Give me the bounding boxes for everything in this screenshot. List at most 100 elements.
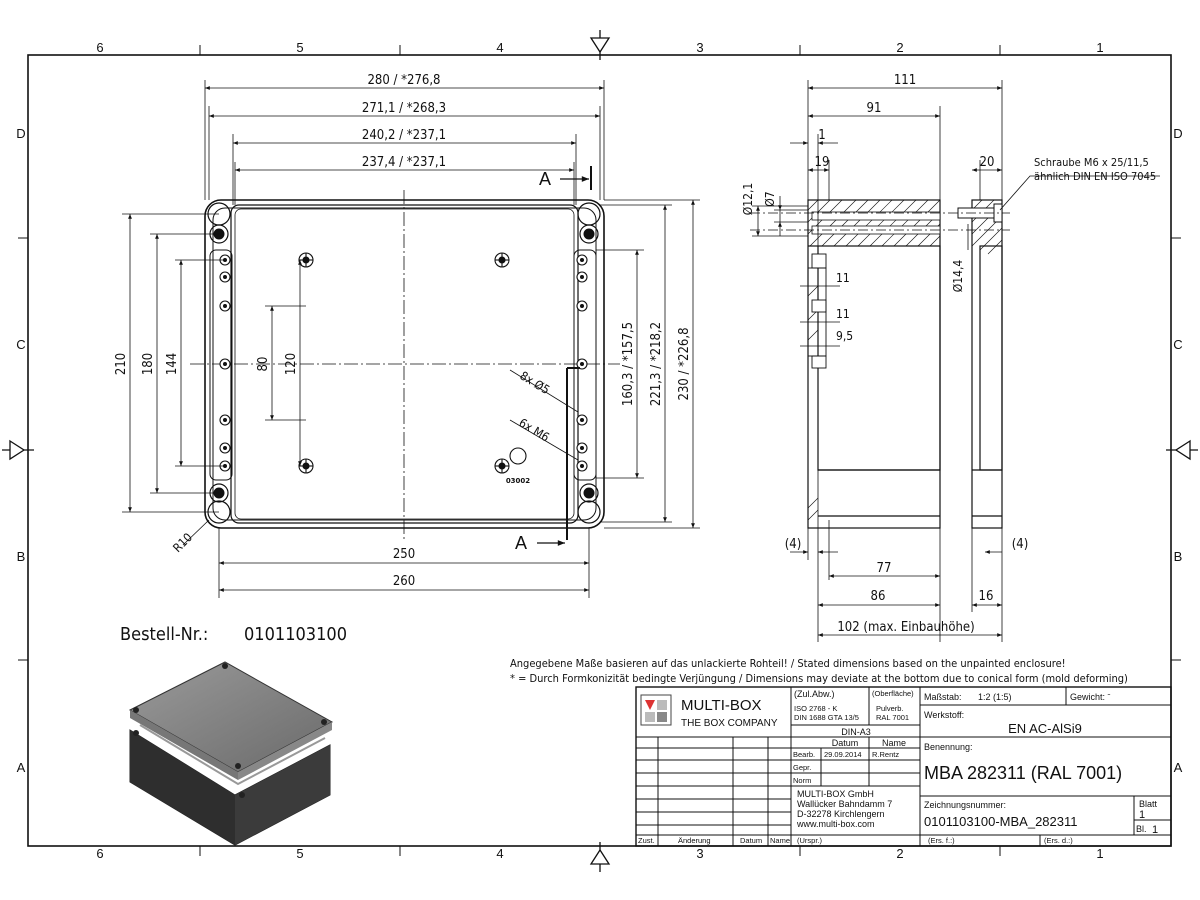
zone-top-6: 6 bbox=[96, 40, 103, 55]
row-right-a: A bbox=[1174, 760, 1183, 775]
dim-260: 260 bbox=[393, 574, 415, 589]
row-left-a: A bbox=[17, 760, 26, 775]
order-number-value: 0101103100 bbox=[244, 624, 347, 645]
gepr-label: Gepr. bbox=[793, 763, 811, 772]
address-3: D-32278 Kirchlengern bbox=[797, 809, 885, 819]
radius-label: R10 bbox=[170, 530, 195, 555]
zone-bottom-3: 3 bbox=[696, 846, 703, 861]
screw-note-2: ähnlich DIN EN ISO 7045 bbox=[1034, 170, 1156, 183]
side-section-view: 111 91 1 19 20 Schraube M6 x 25/11,5 ähn… bbox=[741, 73, 1160, 642]
dim-d12-1: Ø12,1 bbox=[741, 183, 755, 216]
address-2: Wallücker Bahndamm 7 bbox=[797, 799, 892, 809]
ral-code: RAL 7001 bbox=[876, 713, 909, 722]
order-number-label: Bestell-Nr.: bbox=[120, 624, 208, 645]
ers-f-label: (Ers. f.:) bbox=[928, 836, 955, 845]
address-4: www.multi-box.com bbox=[796, 819, 875, 829]
zone-top-1: 1 bbox=[1096, 40, 1103, 55]
massstab-value: 1:2 (1:5) bbox=[978, 692, 1012, 702]
notes: Angegebene Maße basieren auf das unlacki… bbox=[510, 657, 1128, 685]
zone-bottom-4: 4 bbox=[496, 846, 503, 861]
bearb-name: R.Rentz bbox=[872, 750, 899, 759]
werkstoff-label: Werkstoff: bbox=[924, 710, 964, 720]
benennung-label: Benennung: bbox=[924, 742, 973, 752]
section-a-top: A bbox=[539, 169, 551, 189]
dim-280: 280 / *276,8 bbox=[367, 73, 440, 88]
holes-5-label: 8x Ø5 bbox=[517, 369, 552, 398]
ers-d-label: (Ers. d.:) bbox=[1044, 836, 1073, 845]
werkstoff-value: EN AC-AlSi9 bbox=[1008, 721, 1082, 736]
dim-11-b: 11 bbox=[836, 307, 850, 321]
bearb-label: Bearb. bbox=[793, 750, 815, 759]
note-line-2: * = Durch Formkonizität bedingte Verjüng… bbox=[510, 672, 1128, 685]
col-datum: Datum bbox=[832, 738, 859, 748]
zone-top-5: 5 bbox=[296, 40, 303, 55]
dim-120: 120 bbox=[284, 353, 299, 375]
dim-221: 221,3 / *218,2 bbox=[649, 322, 664, 406]
gewicht-label: Gewicht: ˉ bbox=[1070, 692, 1111, 702]
bl-value: 1 bbox=[1152, 824, 1158, 836]
front-view: 03002 A A 280 / *276,8 271,1 / *268,3 24… bbox=[114, 73, 700, 598]
holes-m6-label: 6x M6 bbox=[516, 416, 551, 445]
zone-bottom-5: 5 bbox=[296, 846, 303, 861]
blatt-label: Blatt bbox=[1139, 799, 1158, 809]
isometric-view bbox=[128, 661, 334, 846]
dim-16: 16 bbox=[979, 589, 994, 604]
dim-111: 111 bbox=[894, 73, 916, 88]
part-code-label: 03002 bbox=[506, 477, 530, 485]
zone-labels: 6 5 4 3 2 1 6 5 4 3 2 1 D C B A D C B A bbox=[16, 40, 1182, 861]
dim-80: 80 bbox=[256, 357, 271, 372]
bl-label: Bl. bbox=[1136, 824, 1147, 834]
zust-label: Zust. bbox=[638, 836, 655, 845]
dim-11-a: 11 bbox=[836, 271, 850, 285]
dim-102: 102 (max. Einbauhöhe) bbox=[837, 620, 974, 635]
iso-2768: ISO 2768 - K bbox=[794, 704, 837, 713]
pulverb: Pulverb. bbox=[876, 704, 904, 713]
oberflaeche: (Oberfläche) bbox=[872, 689, 914, 698]
dim-9-5: 9,5 bbox=[836, 329, 853, 343]
row-left-d: D bbox=[16, 126, 25, 141]
company-name: MULTI-BOX bbox=[681, 697, 762, 714]
dim-160: 160,3 / *157,5 bbox=[621, 322, 636, 406]
order-number: Bestell-Nr.: 0101103100 bbox=[120, 624, 347, 645]
sheet-frame bbox=[2, 30, 1198, 872]
dim-1: 1 bbox=[818, 128, 825, 143]
zone-top-2: 2 bbox=[896, 40, 903, 55]
zone-top-4: 4 bbox=[496, 40, 503, 55]
dim-210: 210 bbox=[114, 353, 129, 375]
dim-19: 19 bbox=[815, 155, 830, 170]
dim-4-left: (4) bbox=[785, 537, 802, 552]
aenderung-label: Änderung bbox=[678, 836, 711, 845]
zone-bottom-2: 2 bbox=[896, 846, 903, 861]
company-logo bbox=[640, 694, 672, 726]
massstab-label: Maßstab: bbox=[924, 692, 962, 702]
dim-240: 240,2 / *237,1 bbox=[362, 128, 446, 143]
col-name: Name bbox=[882, 738, 906, 748]
format: DIN-A3 bbox=[841, 727, 871, 737]
zeichnungsnummer-label: Zeichnungsnummer: bbox=[924, 800, 1006, 810]
dim-237: 237,4 / *237,1 bbox=[362, 155, 446, 170]
dim-180: 180 bbox=[141, 353, 156, 375]
address-1: MULTI-BOX GmbH bbox=[797, 789, 874, 799]
note-line-1: Angegebene Maße basieren auf das unlacki… bbox=[510, 657, 1066, 670]
norm-label: Norm bbox=[793, 776, 811, 785]
dim-d7: Ø7 bbox=[763, 191, 777, 206]
dim-144: 144 bbox=[165, 353, 180, 375]
dim-86: 86 bbox=[871, 589, 886, 604]
name-label: Name bbox=[770, 836, 790, 845]
row-left-c: C bbox=[16, 337, 25, 352]
dim-230: 230 / *226,8 bbox=[677, 327, 692, 400]
blatt-value: 1 bbox=[1139, 809, 1145, 821]
row-left-b: B bbox=[17, 549, 26, 564]
section-a-bottom: A bbox=[515, 533, 527, 553]
bearb-date: 29.09.2014 bbox=[824, 750, 862, 759]
zone-bottom-1: 1 bbox=[1096, 846, 1103, 861]
title-block bbox=[635, 686, 1172, 847]
dim-d14-4: Ø14,4 bbox=[951, 260, 965, 293]
dim-20: 20 bbox=[980, 155, 995, 170]
din-1688: DIN 1688 GTA 13/5 bbox=[794, 713, 859, 722]
row-right-c: C bbox=[1173, 337, 1182, 352]
dim-91: 91 bbox=[867, 101, 882, 116]
zeichnungsnummer-value: 0101103100-MBA_282311 bbox=[924, 814, 1077, 829]
zone-bottom-6: 6 bbox=[96, 846, 103, 861]
